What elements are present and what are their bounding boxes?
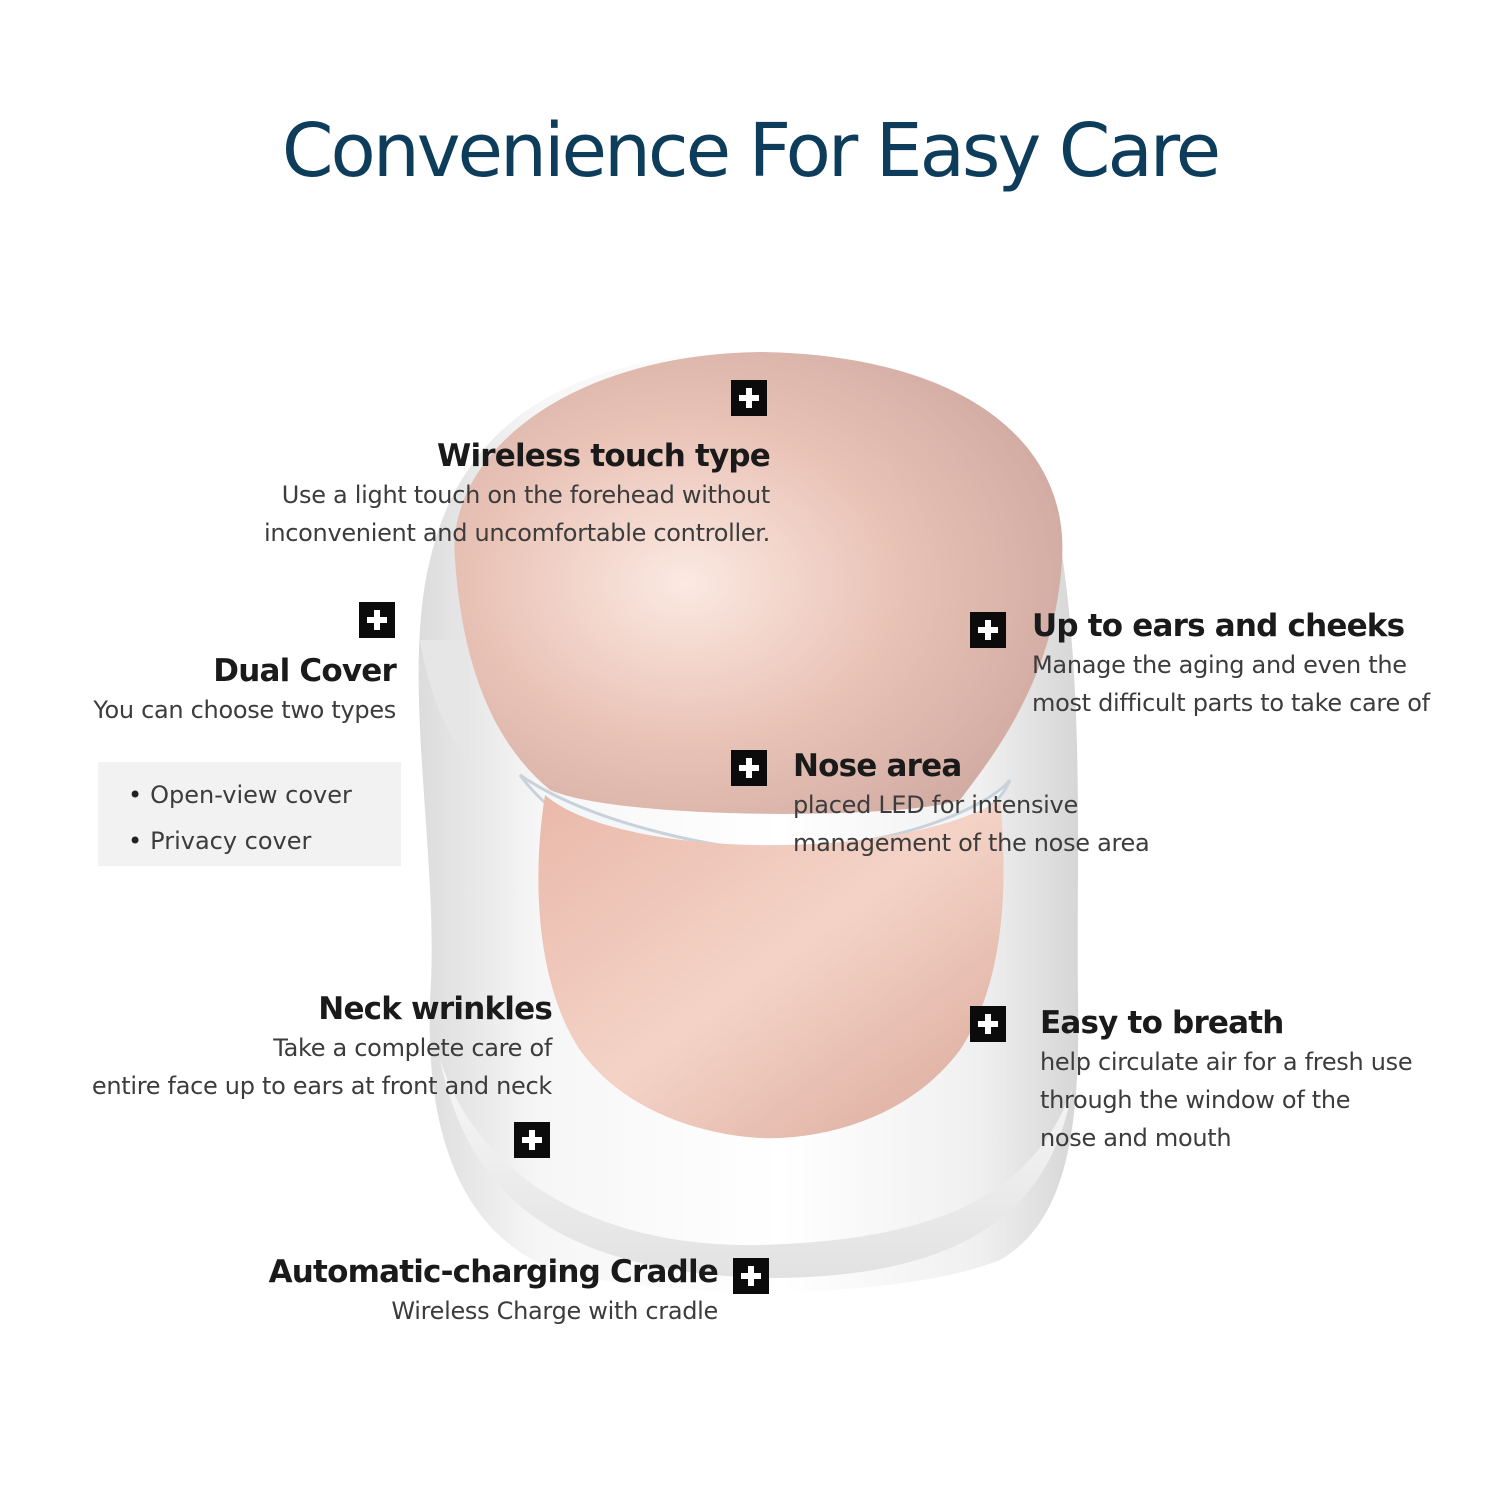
feature-nose-area: Nose area placed LED for intensive manag…: [793, 748, 1150, 862]
feature-description: Take a complete care of: [273, 1034, 552, 1062]
mask-rose-gold-upper: [454, 352, 1063, 814]
feature-description: management of the nose area: [793, 829, 1150, 857]
feature-description: most difficult parts to take care of: [1032, 689, 1430, 717]
feature-cradle: Automatic-charging Cradle Wireless Charg…: [268, 1254, 719, 1330]
cover-types-box: Open-view cover Privacy cover: [98, 762, 401, 866]
feature-description: placed LED for intensive: [793, 791, 1078, 819]
feature-description: Use a light touch on the forehead withou…: [281, 481, 771, 509]
feature-description: Manage the aging and even the: [1032, 651, 1407, 679]
feature-ears-cheeks: Up to ears and cheeks Manage the aging a…: [1032, 608, 1430, 722]
plus-icon[interactable]: [733, 1258, 769, 1294]
mask-rose-gold-lower: [538, 795, 1004, 1139]
feature-heading: Dual Cover: [213, 653, 397, 689]
plus-icon[interactable]: [970, 1006, 1006, 1042]
feature-heading: Nose area: [793, 748, 962, 784]
page-title: Convenience For Easy Care: [281, 108, 1221, 194]
feature-description: through the window of the: [1040, 1086, 1351, 1114]
cover-option: Open-view cover: [128, 772, 401, 818]
feature-description: entire face up to ears at front and neck: [91, 1072, 552, 1100]
feature-easy-breath: Easy to breath help circulate air for a …: [1040, 1005, 1413, 1157]
plus-icon[interactable]: [731, 380, 767, 416]
cover-option: Privacy cover: [128, 818, 401, 864]
feature-dual-cover: Dual Cover You can choose two types: [93, 653, 396, 729]
feature-description: help circulate air for a fresh use: [1040, 1048, 1413, 1076]
feature-heading: Automatic-charging Cradle: [268, 1254, 719, 1290]
feature-description: nose and mouth: [1040, 1124, 1232, 1152]
feature-neck-wrinkles: Neck wrinkles Take a complete care of en…: [91, 991, 553, 1105]
feature-description: inconvenient and uncomfortable controlle…: [263, 519, 770, 547]
feature-heading: Wireless touch type: [437, 438, 771, 474]
feature-description: Wireless Charge with cradle: [391, 1297, 718, 1325]
plus-icon[interactable]: [970, 612, 1006, 648]
feature-heading: Up to ears and cheeks: [1032, 608, 1405, 644]
feature-heading: Easy to breath: [1040, 1005, 1284, 1041]
plus-icon[interactable]: [359, 602, 395, 638]
feature-description: You can choose two types: [93, 696, 396, 724]
feature-heading: Neck wrinkles: [318, 991, 553, 1027]
plus-icon[interactable]: [731, 750, 767, 786]
feature-wireless-touch: Wireless touch type Use a light touch on…: [263, 438, 771, 552]
plus-icon[interactable]: [514, 1122, 550, 1158]
